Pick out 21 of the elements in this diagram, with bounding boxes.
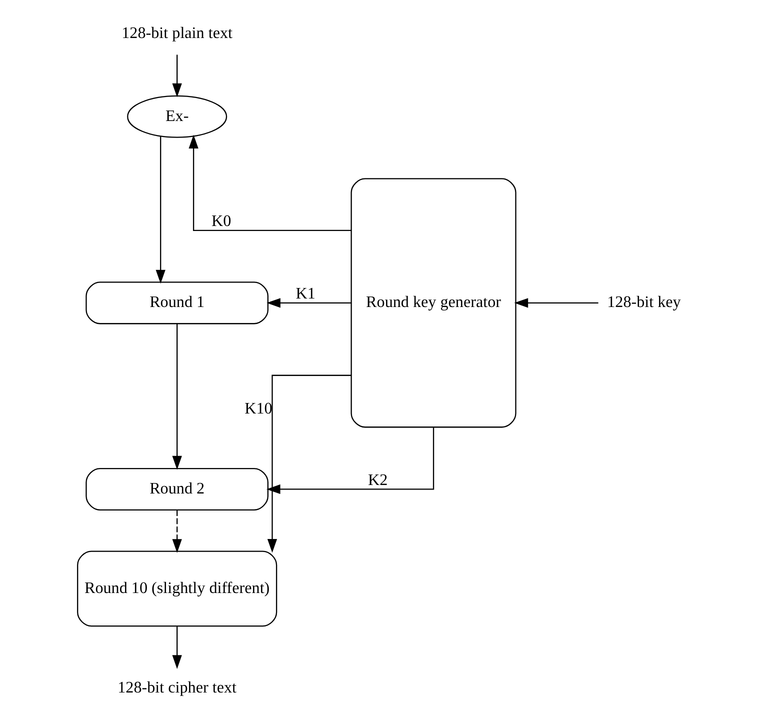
- node-box: Round key generator: [350, 178, 516, 428]
- edge-label: K1: [295, 286, 315, 303]
- node-text: 128-bit cipher text: [117, 679, 236, 696]
- arrow: [266, 427, 434, 494]
- edge-label: K2: [368, 472, 388, 489]
- edge-label: K0: [211, 213, 231, 230]
- node-text: 128-bit key: [606, 294, 680, 312]
- node-text: 128-bit plain text: [121, 25, 232, 42]
- node-ellipse: Ex-: [126, 95, 227, 138]
- arrow: [155, 136, 165, 284]
- node-box: Round 1: [85, 282, 268, 324]
- arrow: [266, 298, 350, 308]
- arrow: [514, 298, 598, 308]
- arrow: [188, 134, 351, 232]
- arrow: [172, 626, 182, 669]
- arrow: [172, 510, 182, 553]
- arrow: [172, 324, 182, 470]
- arrow: [172, 54, 182, 98]
- node-box: Round 10 (slightly different): [76, 550, 277, 627]
- node-box: Round 2: [85, 468, 268, 510]
- arrow: [266, 374, 350, 553]
